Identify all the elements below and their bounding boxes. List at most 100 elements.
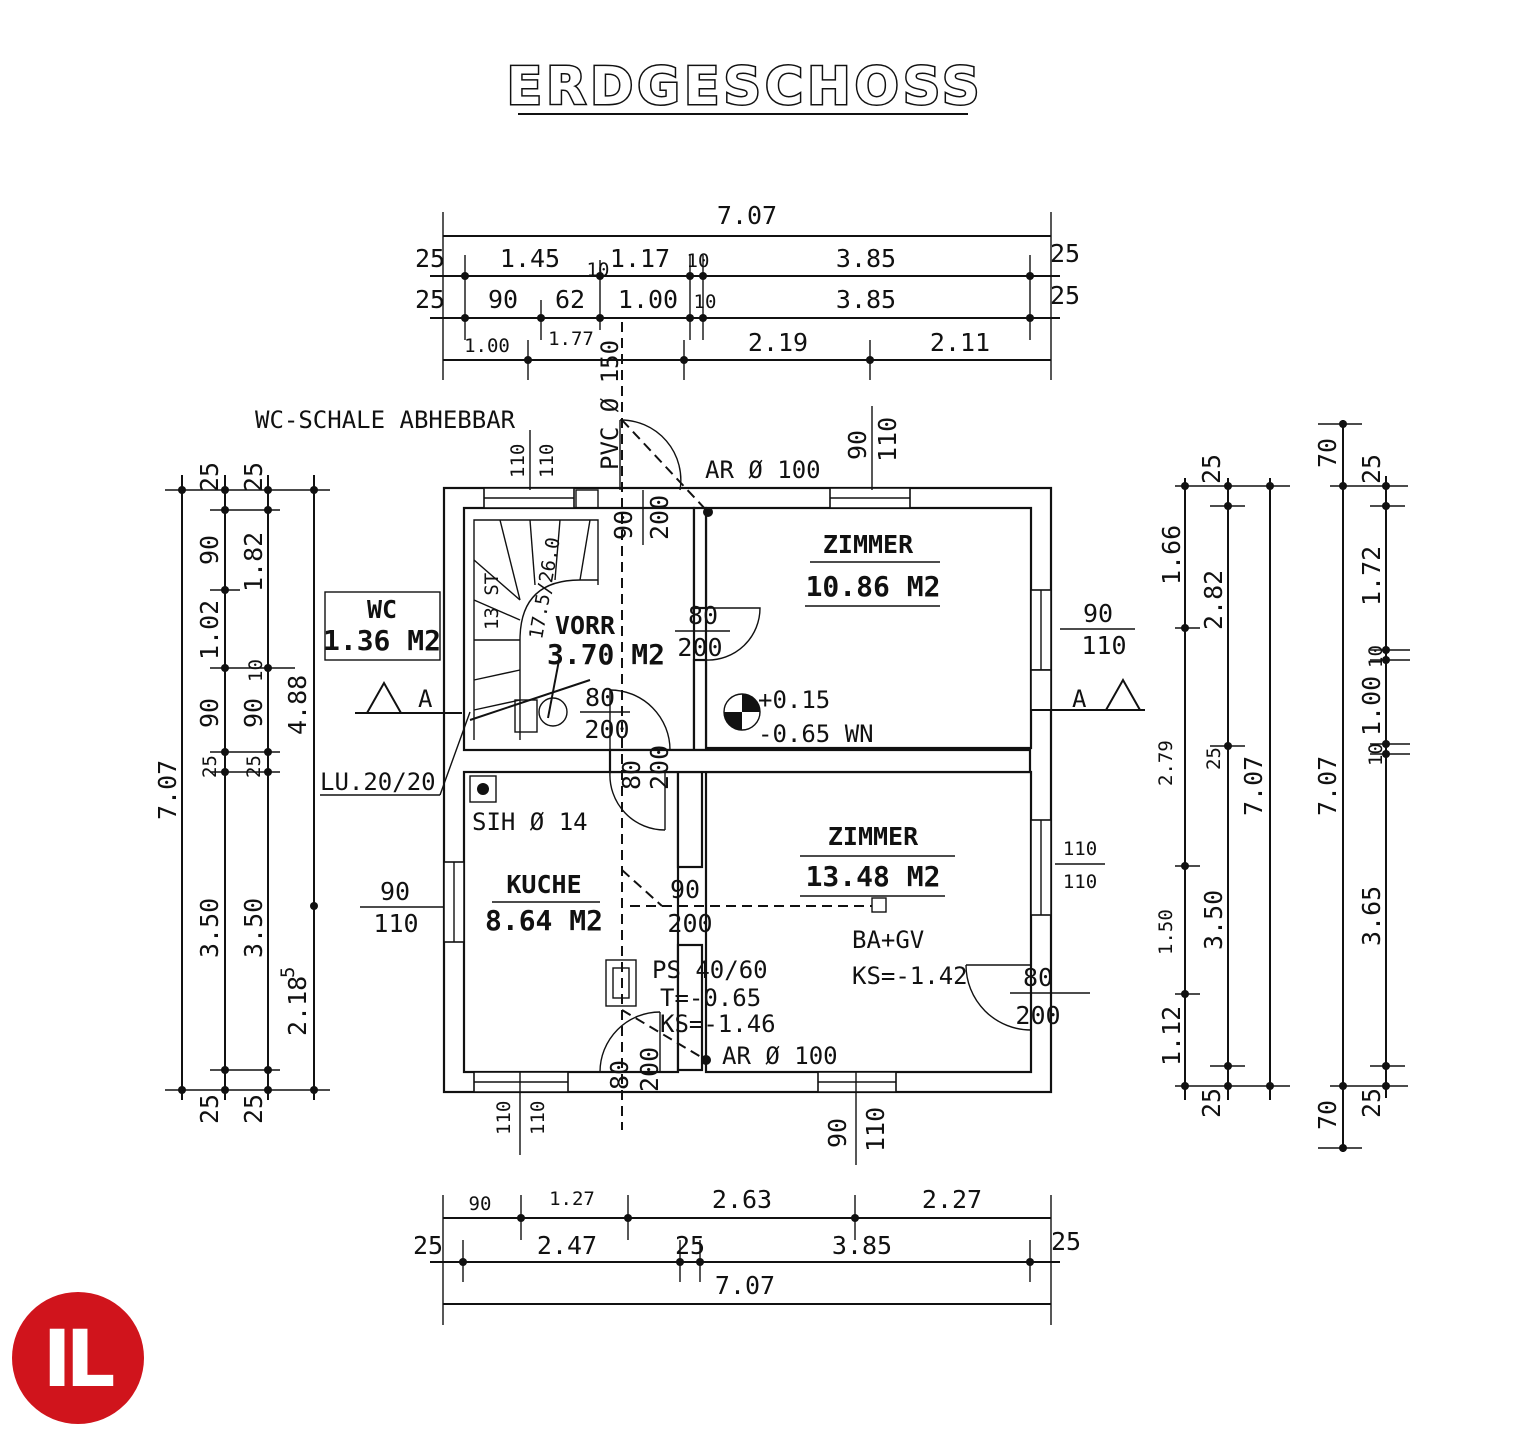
dimension-label: 90 bbox=[670, 875, 700, 904]
dimension-label: 200 bbox=[635, 1047, 664, 1092]
wc-name: WC bbox=[367, 595, 397, 624]
dimension-label: 25 bbox=[1051, 1227, 1081, 1256]
dimension-label: 1.27 bbox=[549, 1188, 595, 1210]
level-minus: -0.65 WN bbox=[758, 720, 874, 748]
dimension-label: 80 bbox=[617, 760, 646, 790]
dimension-label: 25 bbox=[195, 462, 224, 492]
ps-ks-note: KS=-1.46 bbox=[660, 1010, 776, 1038]
dimension-label: 90 bbox=[469, 1193, 492, 1215]
dimension-label: 200 bbox=[1015, 1001, 1060, 1030]
dimension-label: 1.00 bbox=[1357, 676, 1386, 736]
dimension-label: 80 bbox=[688, 601, 718, 630]
dimension-label: 2.27 bbox=[922, 1185, 982, 1214]
stair-steps: 13 ST bbox=[481, 573, 503, 630]
dimension-label: 25 bbox=[413, 1231, 443, 1260]
ps-note: PS 40/60 bbox=[652, 956, 768, 984]
opening-labels: 110 110 90 200 90 110 80 200 80 200 80 2… bbox=[360, 406, 1135, 1165]
dimension-label: 2.18 bbox=[283, 976, 312, 1036]
zimmer2-name: ZIMMER bbox=[828, 822, 919, 851]
room-labels: ZIMMER 10.86 M2 ZIMMER 13.48 M2 KUCHE 8.… bbox=[323, 530, 955, 937]
top-total-dim: 7.07 bbox=[717, 201, 777, 230]
dimension-label: 1.12 bbox=[1157, 1006, 1186, 1066]
dimension-label: 2.82 bbox=[1199, 570, 1228, 630]
dimension-label: 2.79 bbox=[1155, 740, 1177, 786]
top-dimensions: 7.07 25 1.45 10 1.17 10 3.85 25 25 90 62… bbox=[415, 201, 1080, 380]
dimension-label: 10 bbox=[587, 259, 610, 281]
dimension-label: 3.85 bbox=[836, 244, 896, 273]
dimension-label: 200 bbox=[584, 715, 629, 744]
wc-fixtures bbox=[469, 654, 591, 733]
dimension-label: 1.00 bbox=[464, 335, 510, 357]
company-logo: IL bbox=[12, 1292, 144, 1424]
dimension-label: 90 bbox=[195, 535, 224, 565]
dimension-label: 25 bbox=[1050, 281, 1080, 310]
dimension-label: 110 bbox=[507, 444, 529, 478]
dimension-label: 10 bbox=[694, 291, 717, 313]
dimension-label: 25 bbox=[1197, 454, 1226, 484]
dimension-label: 7.07 bbox=[1313, 756, 1342, 816]
dimension-label: 25 bbox=[1197, 1088, 1226, 1118]
zimmer1-name: ZIMMER bbox=[823, 530, 914, 559]
left-dimensions: 7.07 25 90 1.02 90 25 3.50 25 25 1.82 10… bbox=[153, 462, 330, 1124]
dimension-label: 2.47 bbox=[537, 1231, 597, 1260]
plan-title: ERDGESCHOSS bbox=[507, 57, 984, 117]
dimension-label: 110 bbox=[373, 909, 418, 938]
lu-note: LU.20/20 bbox=[320, 768, 436, 796]
wc-schale-note: WC-SCHALE ABHEBBAR bbox=[255, 406, 516, 434]
bottom-dimensions: 90 1.27 2.63 2.27 25 2.47 25 3.85 25 7.0… bbox=[413, 1185, 1081, 1325]
dimension-label: 200 bbox=[667, 909, 712, 938]
dimension-label: 10 bbox=[245, 659, 267, 682]
kueche-area: 8.64 M2 bbox=[485, 904, 603, 937]
dimension-label: 25 bbox=[243, 755, 265, 778]
dimension-label: 90 bbox=[195, 698, 224, 728]
dimension-label: 110 bbox=[1081, 631, 1126, 660]
section-markers: A A bbox=[355, 677, 1145, 714]
dimension-label: 25 bbox=[415, 285, 445, 314]
wc-area: 1.36 M2 bbox=[323, 624, 441, 657]
dimension-label: 90 bbox=[823, 1118, 852, 1148]
dimension-label: 3.50 bbox=[195, 898, 224, 958]
dimension-label: 200 bbox=[677, 633, 722, 662]
dimension-label: 110 bbox=[1063, 838, 1097, 860]
dimension-label: 25 bbox=[1203, 747, 1225, 770]
dimension-label: 90 bbox=[239, 698, 268, 728]
dimension-label: 70 bbox=[1313, 438, 1342, 468]
zimmer1-area: 10.86 M2 bbox=[806, 570, 941, 603]
dimension-label: 80 bbox=[605, 1060, 634, 1090]
dimension-label: 1.02 bbox=[195, 600, 224, 660]
right-dimensions-1: 25 1.66 2.79 1.50 1.12 25 2.82 25 3.50 7… bbox=[1155, 454, 1290, 1118]
dimension-label: 1.72 bbox=[1357, 546, 1386, 606]
dimension-label: 110 bbox=[873, 417, 902, 462]
dimension-label: 25 bbox=[1357, 1088, 1386, 1118]
dimension-label: 3.65 bbox=[1357, 886, 1386, 946]
right-dimensions-2: 70 25 1.72 10 1.00 10 3.65 25 70 7.07 bbox=[1313, 420, 1410, 1152]
dimension-label: 1.50 bbox=[1155, 909, 1177, 955]
dimension-label: 25 bbox=[1050, 239, 1080, 268]
dimension-label: 10 bbox=[1365, 645, 1387, 668]
sih-note: SIH Ø 14 bbox=[472, 808, 588, 836]
dimension-label: 110 bbox=[861, 1107, 890, 1152]
dimension-label: 1.77 bbox=[548, 328, 594, 350]
dimension-label: 90 bbox=[1083, 599, 1113, 628]
dimension-label: 7.07 bbox=[1239, 756, 1268, 816]
dimension-label: 110 bbox=[527, 1101, 549, 1135]
dimension-label: 1.17 bbox=[610, 244, 670, 273]
kueche-name: KUCHE bbox=[506, 870, 581, 899]
service-lines bbox=[469, 322, 887, 1130]
vorr-name: VORR bbox=[555, 611, 616, 640]
dimension-label: 3.85 bbox=[836, 285, 896, 314]
dimension-label: 80 bbox=[1023, 963, 1053, 992]
dimension-label: 2.19 bbox=[748, 328, 808, 357]
dimension-label: 90 bbox=[609, 510, 638, 540]
dimension-label: 4.88 bbox=[283, 675, 312, 735]
annotations: WC-SCHALE ABHEBBAR AR Ø 100 PVC Ø 150 LU… bbox=[255, 340, 968, 1070]
zimmer2-area: 13.48 M2 bbox=[806, 860, 941, 893]
dimension-label: 90 bbox=[488, 285, 518, 314]
dimension-label: 90 bbox=[843, 430, 872, 460]
dimension-label: 200 bbox=[645, 745, 674, 790]
dimension-label: 25 bbox=[675, 1231, 705, 1260]
dimension-label: 10 bbox=[687, 250, 710, 272]
dimension-label: 2.63 bbox=[712, 1185, 772, 1214]
ps-t-note: T=-0.65 bbox=[660, 984, 761, 1012]
